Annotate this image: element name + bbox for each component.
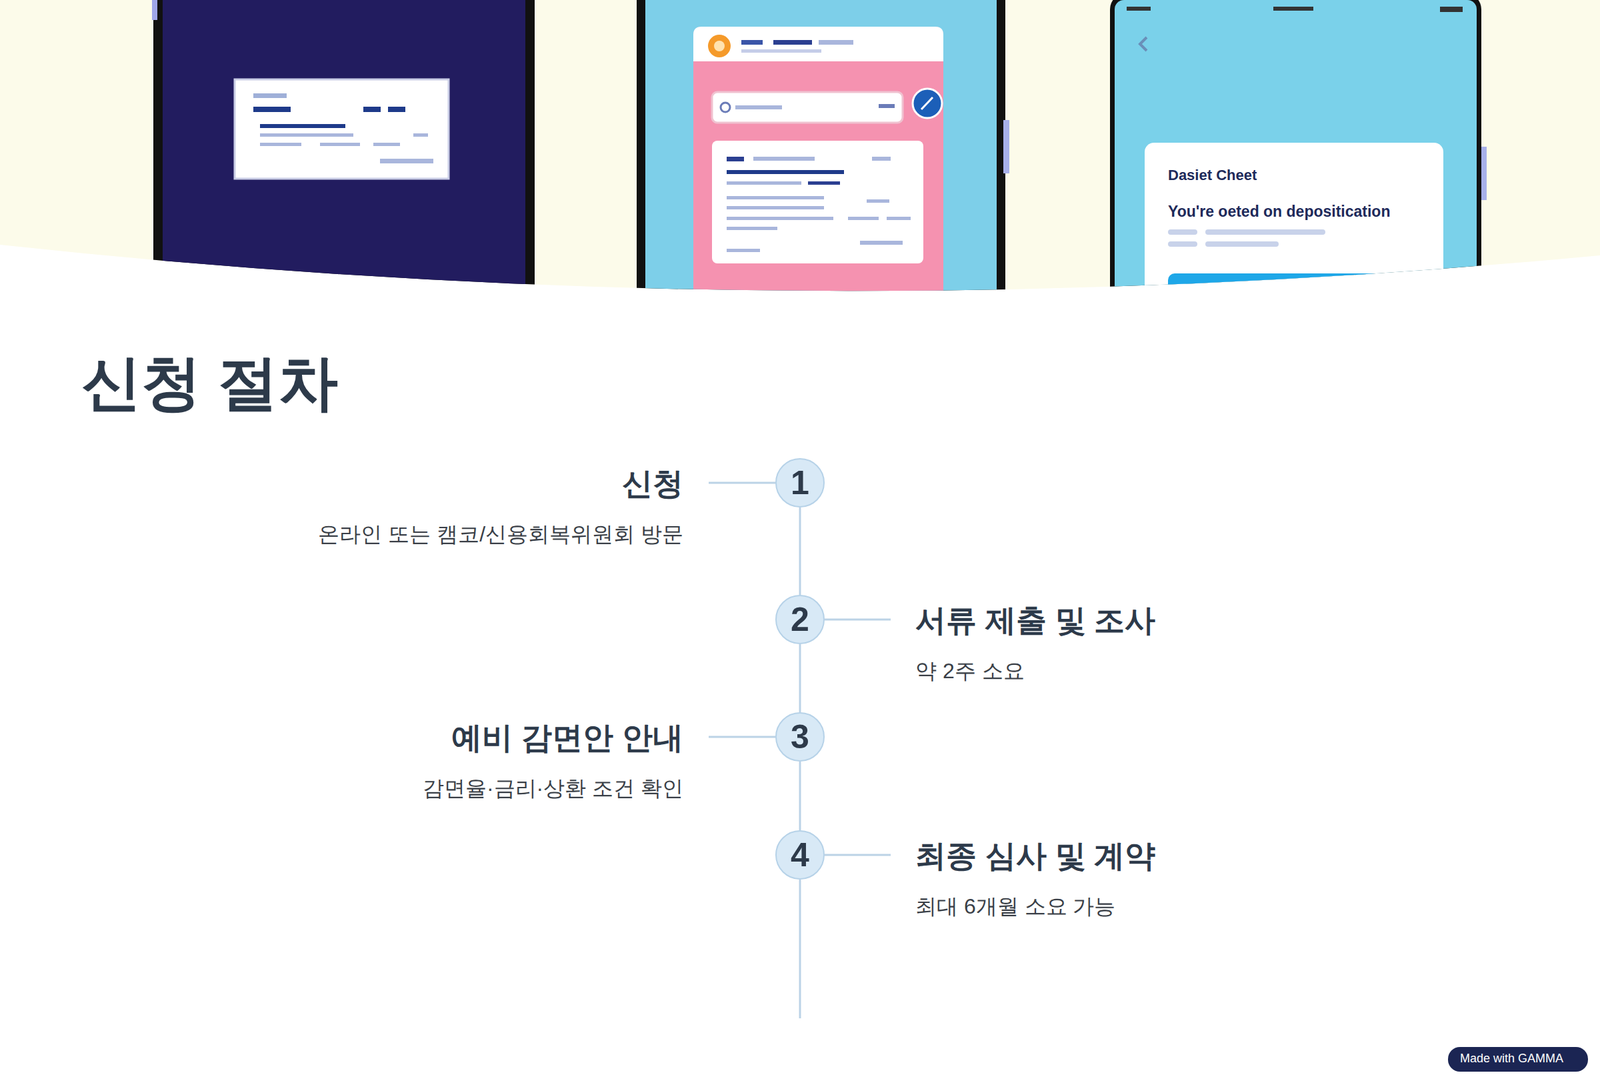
step-number: 3 [790,720,810,754]
phone-illustration [0,0,1600,340]
phone-frame [1110,0,1482,340]
timeline-connector [799,507,802,595]
step-circle: 3예비 감면안 안내감면율·금리·상환 조건 확인 [775,712,825,762]
step-number: 2 [790,602,810,636]
step-circle: 4최종 심사 및 계약최대 6개월 소요 가능 [775,830,825,880]
step-heading: 신청 [622,465,684,502]
timeline-connector [799,761,802,830]
leader-line [708,482,891,1018]
title: 신청 절차 [81,346,338,419]
step-circle: 2서류 제출 및 조사약 2주 소요 [775,594,825,644]
step-circle: 1신청온라인 또는 캠코/신용회복위원회 방문 [775,458,825,508]
step-description: 온라인 또는 캠코/신용회복위원회 방문 [318,521,684,547]
phone-frame [153,0,535,334]
screen-text: You're oeted on depositication [1168,202,1390,222]
screen-title: Dasiet Cheet [1168,166,1257,184]
step-description: 최대 6개월 소요 가능 [915,893,1116,919]
step-number: 1 [790,466,810,500]
timeline-connector [799,644,802,712]
badge [1448,1046,1588,1072]
step-heading: 최종 심사 및 계약 [915,837,1156,874]
step-heading: 서류 제출 및 조사 [915,602,1156,639]
step-heading: 예비 감면안 안내 [451,719,684,756]
step-description: 감면율·금리·상환 조건 확인 [422,775,684,801]
step-description: 약 2주 소요 [915,658,1025,684]
watermark: Made with GAMMA [1460,1051,1564,1066]
phone-frame [636,0,1006,334]
step-number: 4 [790,838,810,872]
